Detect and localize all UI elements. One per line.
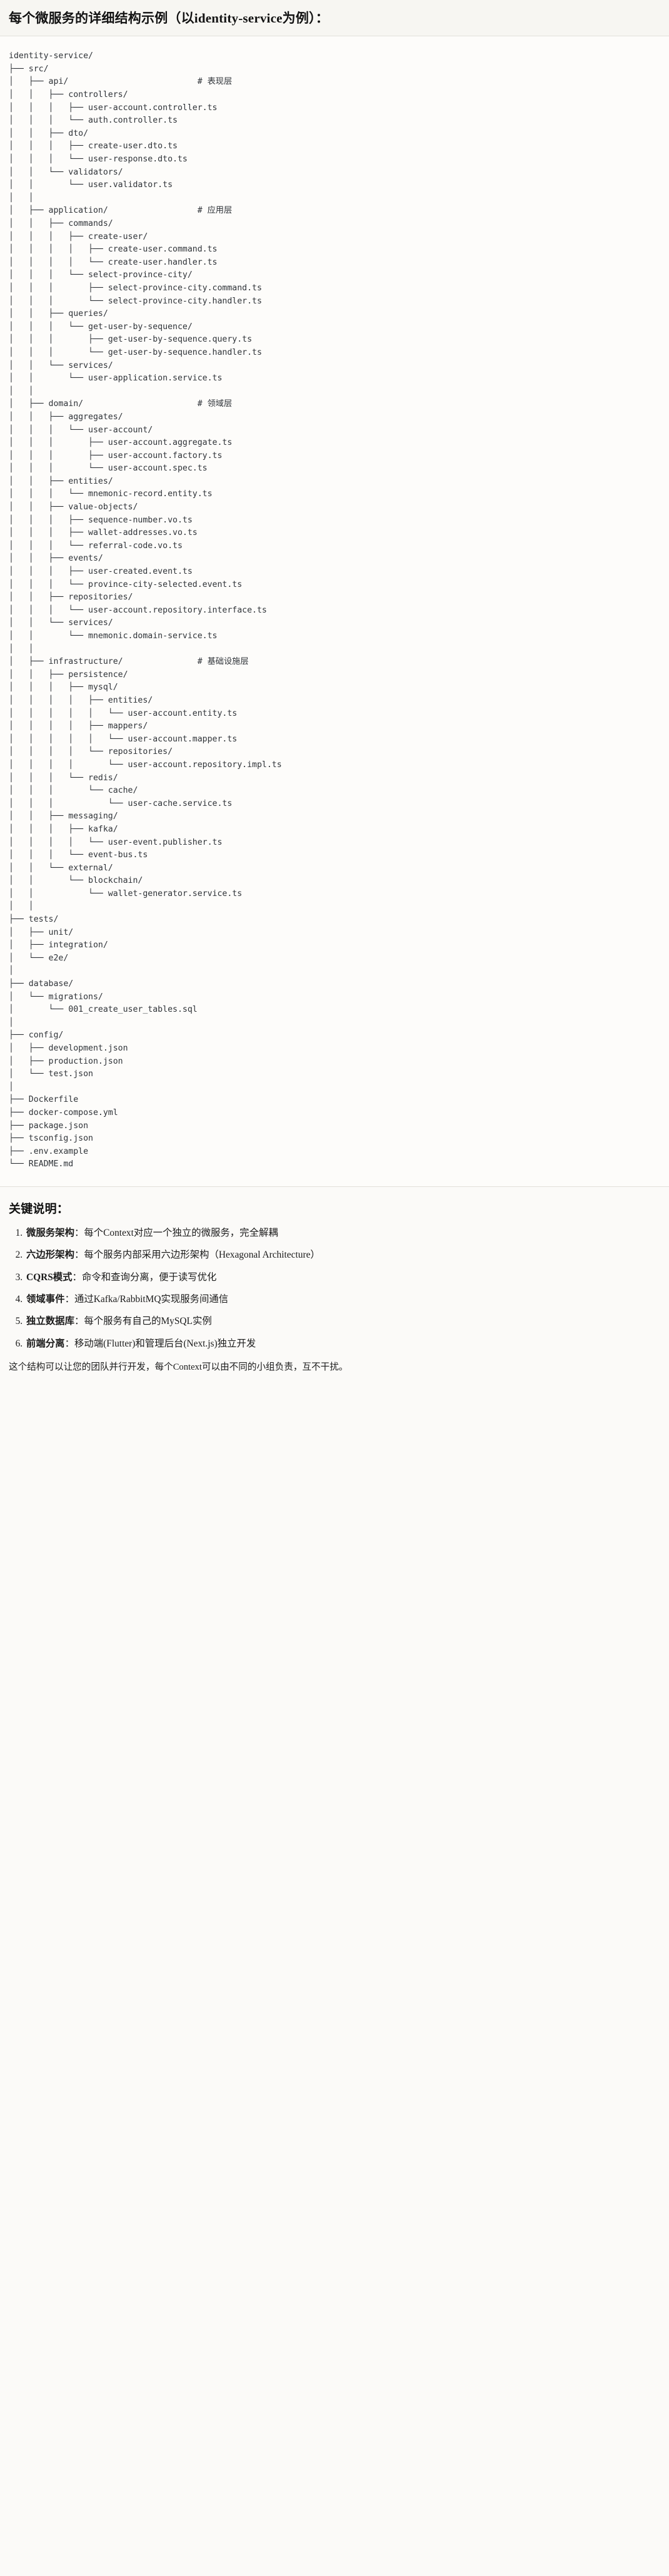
closing-paragraph: 这个结构可以让您的团队并行开发，每个Context可以由不同的小组负责，互不干扰… xyxy=(9,1362,348,1372)
note-desc: ：每个服务有自己的MySQL实例 xyxy=(74,1316,212,1327)
list-item: 领域事件：通过Kafka/RabbitMQ实现服务间通信 xyxy=(25,1293,660,1306)
note-term: 微服务架构 xyxy=(26,1227,74,1238)
list-item: 六边形架构：每个服务内部采用六边形架构（Hexagonal Architectu… xyxy=(25,1248,660,1262)
list-item: CQRS模式：命令和查询分离，便于读写优化 xyxy=(25,1271,660,1285)
note-term: 前端分离 xyxy=(26,1338,65,1349)
list-item: 独立数据库：每个服务有自己的MySQL实例 xyxy=(25,1315,660,1328)
note-desc: ：通过Kafka/RabbitMQ实现服务间通信 xyxy=(64,1293,229,1305)
page-title: 每个微服务的详细结构示例（以identity-service为例）： xyxy=(9,11,329,26)
key-notes-heading: 关键说明： xyxy=(9,1202,69,1216)
note-term: 六边形架构 xyxy=(26,1250,74,1261)
note-desc: ：每个服务内部采用六边形架构（Hexagonal Architecture） xyxy=(74,1250,320,1261)
key-notes-list: 微服务架构：每个Context对应一个独立的微服务，完全解耦 六边形架构：每个服… xyxy=(9,1226,660,1351)
list-item: 微服务架构：每个Context对应一个独立的微服务，完全解耦 xyxy=(25,1226,660,1240)
directory-tree: identity-service/ ├── src/ │ ├── api/ # … xyxy=(9,51,282,1169)
note-term: CQRS模式 xyxy=(26,1271,73,1283)
note-desc: ：命令和查询分离，便于读写优化 xyxy=(72,1271,217,1283)
note-term: 领域事件 xyxy=(26,1293,65,1305)
note-term: 独立数据库 xyxy=(26,1316,74,1327)
key-notes-section: 关键说明： 微服务架构：每个Context对应一个独立的微服务，完全解耦 六边形… xyxy=(0,1186,669,1391)
note-desc: ：移动端(Flutter)和管理后台(Next.js)独立开发 xyxy=(64,1338,256,1349)
list-item: 前端分离：移动端(Flutter)和管理后台(Next.js)独立开发 xyxy=(25,1337,660,1351)
directory-tree-block: identity-service/ ├── src/ │ ├── api/ # … xyxy=(0,36,669,1187)
document-header: 每个微服务的详细结构示例（以identity-service为例）： xyxy=(0,0,669,37)
note-desc: ：每个Context对应一个独立的微服务，完全解耦 xyxy=(74,1227,278,1238)
